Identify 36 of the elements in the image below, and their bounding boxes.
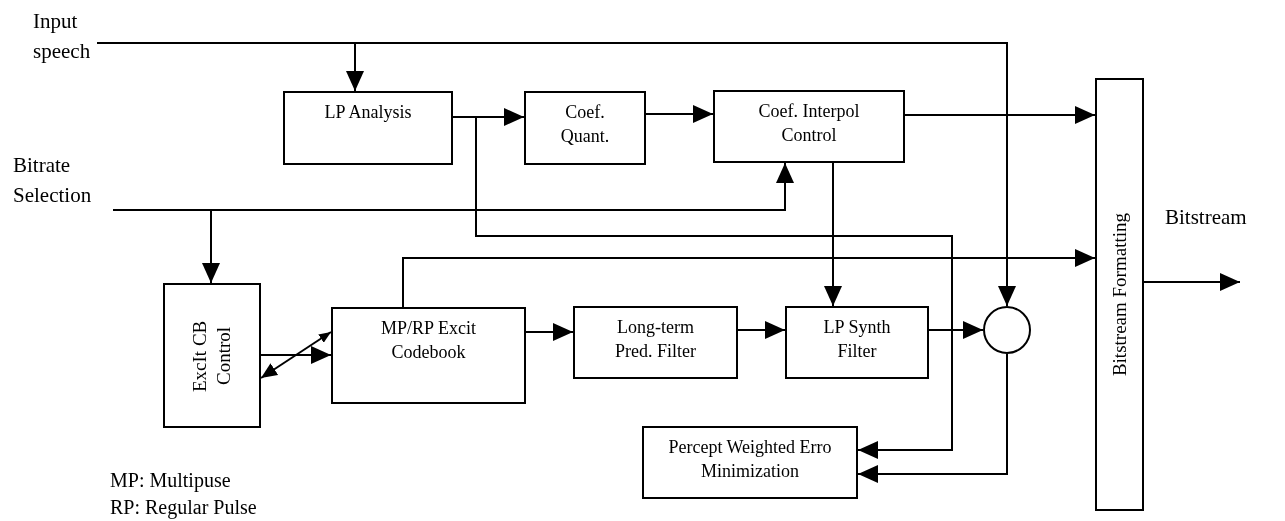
arrow (904, 106, 1096, 124)
input-label: Bitrate Selection (13, 150, 113, 210)
note-text: RP: Regular Pulse (110, 495, 257, 520)
box-label: Coef. Interpol Control (757, 100, 861, 147)
box-label: MP/RP Excit Codebook (380, 317, 477, 364)
arrow (112, 209, 220, 284)
process-box (1095, 78, 1144, 511)
box-label: Bitstream Formatting (1107, 212, 1131, 377)
process-box (331, 307, 526, 404)
arrow (737, 321, 786, 339)
box-label: Coef. Quant. (559, 101, 611, 148)
arrow (96, 42, 364, 92)
process-box (163, 283, 261, 428)
arrow (260, 331, 332, 379)
process-box (524, 91, 646, 165)
process-box (642, 426, 858, 499)
summing-junction (983, 306, 1031, 354)
process-box (283, 91, 453, 165)
arrow (260, 346, 332, 364)
arrow (525, 323, 574, 341)
box-label: LP Analysis (323, 101, 413, 124)
box-label: Long-term Pred. Filter (614, 316, 697, 363)
arrow (857, 353, 1008, 483)
arrow (402, 249, 1096, 308)
process-box (713, 90, 905, 163)
arrow (824, 162, 842, 307)
arrow (1143, 273, 1241, 291)
box-label: LP Synth Filter (822, 316, 892, 363)
arrow (645, 105, 714, 123)
box-label: Percept Weighted Erro Minimization (667, 436, 833, 483)
arrow (928, 321, 984, 339)
process-box (785, 306, 929, 379)
box-label: ExcIt CB Control (188, 318, 235, 394)
note-text: MP: Multipuse (110, 468, 231, 493)
input-label: Input speech (33, 6, 97, 66)
process-box (573, 306, 738, 379)
